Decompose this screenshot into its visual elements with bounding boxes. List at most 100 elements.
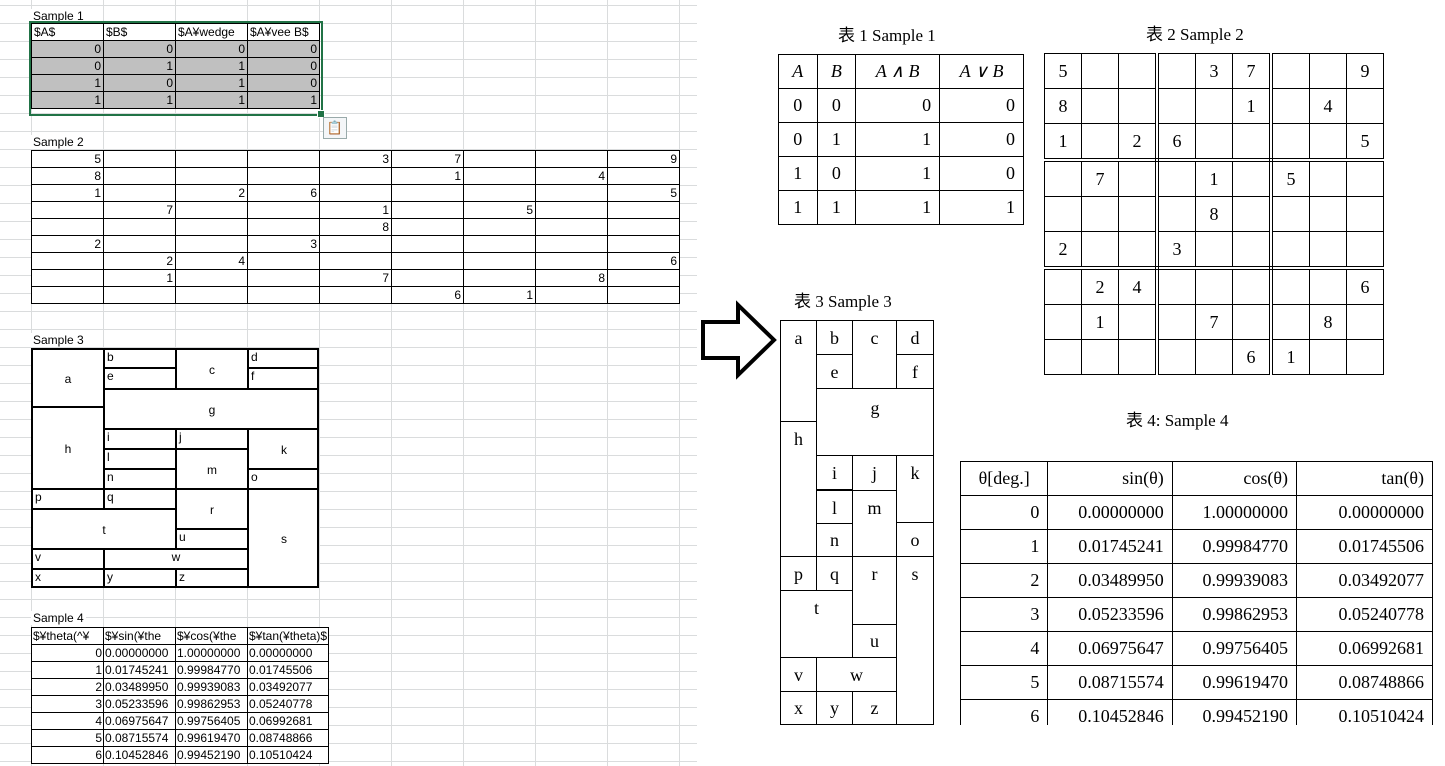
sheet-cell[interactable]: 5: [463, 201, 536, 219]
sheet-cell[interactable]: 0.99939083: [175, 678, 248, 696]
sheet-cell[interactable]: [391, 235, 464, 253]
sheet-cell[interactable]: [319, 167, 392, 185]
sheet-cell[interactable]: [535, 252, 608, 270]
sheet-cell[interactable]: 0.08715574: [103, 729, 176, 747]
sheet-cell[interactable]: 0.99619470: [175, 729, 248, 747]
sheet-cell[interactable]: [607, 235, 680, 253]
sheet-cell[interactable]: 0.03489950: [103, 678, 176, 696]
sheet-cell[interactable]: [103, 218, 176, 236]
sample4-sheet-table[interactable]: $¥theta(^¥ $¥sin(¥the $¥cos(¥the $¥tan(¥…: [31, 627, 330, 764]
sheet-cell[interactable]: 1: [103, 57, 176, 75]
sheet-cell[interactable]: [391, 184, 464, 202]
sheet-cell[interactable]: 0.00000000: [103, 644, 176, 662]
sheet-cell[interactable]: 2: [175, 184, 248, 202]
sheet-cell[interactable]: 2: [31, 235, 104, 253]
sheet-cell[interactable]: 0.99984770: [175, 661, 248, 679]
sheet-cell[interactable]: a: [33, 350, 105, 408]
sheet-cell[interactable]: g: [105, 390, 319, 430]
sheet-cell[interactable]: 8: [319, 218, 392, 236]
sheet-cell[interactable]: [175, 150, 248, 168]
sheet-cell[interactable]: [463, 184, 536, 202]
sheet-cell[interactable]: t: [33, 510, 177, 550]
sheet-cell[interactable]: $A$: [31, 23, 104, 41]
sheet-cell[interactable]: [319, 184, 392, 202]
sheet-cell[interactable]: [463, 235, 536, 253]
sheet-cell[interactable]: 1: [103, 269, 176, 287]
sheet-cell[interactable]: s: [281, 532, 287, 546]
sheet-cell[interactable]: [535, 201, 608, 219]
sheet-cell[interactable]: 0: [31, 57, 104, 75]
sheet-cell[interactable]: [103, 184, 176, 202]
sheet-cell[interactable]: [319, 235, 392, 253]
sheet-cell[interactable]: [31, 218, 104, 236]
sheet-cell[interactable]: 1: [175, 57, 248, 75]
sheet-cell[interactable]: [319, 252, 392, 270]
sheet-cell[interactable]: n: [105, 470, 177, 490]
sheet-cell[interactable]: [535, 218, 608, 236]
sheet-cell[interactable]: l: [105, 450, 177, 470]
sheet-cell[interactable]: 4: [31, 712, 104, 730]
sheet-cell[interactable]: [247, 218, 320, 236]
sheet-cell[interactable]: 6: [391, 286, 464, 304]
sheet-cell[interactable]: [247, 167, 320, 185]
sheet-cell[interactable]: 0.10452846: [103, 746, 176, 764]
sheet-cell[interactable]: 0: [247, 57, 320, 75]
sheet-cell[interactable]: $A¥wedge: [175, 23, 248, 41]
sheet-cell[interactable]: [103, 150, 176, 168]
sheet-cell[interactable]: k: [249, 430, 319, 470]
sheet-cell[interactable]: 2: [103, 252, 176, 270]
sheet-cell[interactable]: [607, 218, 680, 236]
sheet-cell[interactable]: $¥tan(¥theta)$: [246, 627, 330, 645]
sheet-cell[interactable]: 5: [31, 729, 104, 747]
sheet-cell[interactable]: [391, 218, 464, 236]
sheet-cell[interactable]: [31, 201, 104, 219]
sheet-cell[interactable]: [607, 167, 680, 185]
sheet-cell[interactable]: 0: [247, 40, 320, 58]
sheet-cell[interactable]: 4: [535, 167, 608, 185]
sheet-cell[interactable]: i: [105, 430, 177, 450]
sheet-cell[interactable]: 3: [247, 235, 320, 253]
sheet-cell[interactable]: 0.05233596: [103, 695, 176, 713]
sheet-cell[interactable]: [247, 150, 320, 168]
sheet-cell[interactable]: [247, 286, 320, 304]
sheet-cell[interactable]: [175, 235, 248, 253]
sheet-cell[interactable]: 1: [175, 91, 248, 109]
fill-handle[interactable]: [317, 110, 325, 118]
sheet-cell[interactable]: [175, 286, 248, 304]
sheet-cell[interactable]: 0.99862953: [175, 695, 248, 713]
sheet-cell[interactable]: [175, 218, 248, 236]
sheet-cell[interactable]: x: [33, 570, 105, 588]
sheet-cell[interactable]: [607, 286, 680, 304]
sheet-cell[interactable]: 0: [103, 40, 176, 58]
sheet-cell[interactable]: p: [33, 490, 105, 510]
sheet-cell[interactable]: 0.06975647: [103, 712, 176, 730]
sheet-cell[interactable]: 0: [247, 74, 320, 92]
sheet-cell[interactable]: 0.05240778: [246, 695, 330, 713]
sheet-cell[interactable]: [463, 218, 536, 236]
sheet-cell[interactable]: 1: [31, 661, 104, 679]
sheet-cell[interactable]: [463, 167, 536, 185]
sheet-cell[interactable]: 4: [175, 252, 248, 270]
sheet-cell[interactable]: 0: [103, 74, 176, 92]
sheet-cell[interactable]: 7: [103, 201, 176, 219]
sheet-cell[interactable]: [463, 252, 536, 270]
sheet-cell[interactable]: [391, 252, 464, 270]
sheet-cell[interactable]: 8: [535, 269, 608, 287]
sheet-cell[interactable]: 1: [463, 286, 536, 304]
sheet-cell[interactable]: $¥sin(¥the: [103, 627, 176, 645]
sheet-cell[interactable]: [103, 235, 176, 253]
sheet-cell[interactable]: 0.03492077: [246, 678, 330, 696]
sheet-cell[interactable]: j: [177, 430, 249, 450]
sheet-cell[interactable]: [175, 269, 248, 287]
sheet-cell[interactable]: $B$: [103, 23, 176, 41]
sheet-cell[interactable]: 1: [31, 184, 104, 202]
sheet-cell[interactable]: [247, 201, 320, 219]
sheet-cell[interactable]: v: [33, 550, 105, 570]
sheet-cell[interactable]: 8: [31, 167, 104, 185]
sheet-cell[interactable]: [103, 167, 176, 185]
sheet-cell[interactable]: c: [177, 350, 249, 390]
sheet-cell[interactable]: 9: [607, 150, 680, 168]
sheet-cell[interactable]: 0.00000000: [246, 644, 330, 662]
sheet-cell[interactable]: [103, 286, 176, 304]
